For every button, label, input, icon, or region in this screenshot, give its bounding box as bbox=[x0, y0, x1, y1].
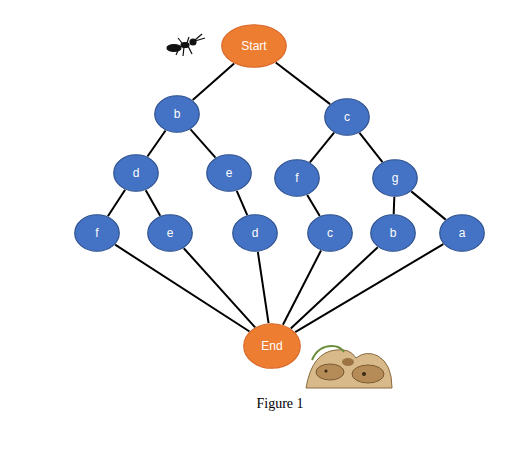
edge-line bbox=[193, 64, 234, 101]
anthill-grass bbox=[312, 346, 344, 360]
edge-line bbox=[295, 244, 443, 332]
edge-line bbox=[146, 190, 160, 216]
edge-line bbox=[184, 248, 255, 327]
anthill-chamber bbox=[342, 358, 354, 366]
tree-node: c bbox=[324, 98, 370, 136]
edge-line bbox=[191, 129, 216, 157]
tree-node: d bbox=[113, 154, 159, 192]
edge-line bbox=[291, 247, 378, 328]
anthill-ant bbox=[362, 372, 366, 376]
ellipse-shape bbox=[440, 215, 485, 252]
node-label: a bbox=[459, 226, 466, 240]
edge-line bbox=[237, 191, 247, 215]
node-label: c bbox=[327, 226, 333, 240]
edge-line bbox=[115, 245, 249, 332]
ellipse-shape bbox=[148, 215, 193, 252]
ant-leg bbox=[178, 38, 182, 43]
node-label: c bbox=[344, 110, 350, 124]
tree-node: e bbox=[206, 154, 252, 192]
tree-node: g bbox=[372, 159, 418, 197]
ellipse-shape bbox=[207, 155, 252, 192]
tree-node: d bbox=[232, 214, 278, 252]
ellipse-shape bbox=[308, 215, 353, 252]
figure-caption: Figure 1 bbox=[230, 396, 330, 412]
ellipse-shape bbox=[325, 99, 370, 136]
edge-line bbox=[307, 195, 320, 216]
ellipse-shape bbox=[155, 96, 200, 133]
edge-line bbox=[310, 133, 334, 163]
node-label: e bbox=[167, 226, 174, 240]
tree-node: b bbox=[154, 95, 200, 133]
ant-leg bbox=[183, 47, 184, 56]
ellipse-shape bbox=[233, 215, 278, 252]
node-label: b bbox=[174, 107, 181, 121]
edge-line bbox=[276, 63, 330, 105]
terminal-ellipse: End bbox=[243, 323, 301, 369]
node-label: f bbox=[95, 226, 98, 240]
ellipse-shape bbox=[373, 160, 418, 197]
ellipse-shape bbox=[275, 160, 320, 197]
tree-node: f bbox=[74, 214, 120, 252]
terminal-ellipse: Start bbox=[221, 24, 287, 68]
tree-node: c bbox=[307, 214, 353, 252]
ellipse-shape bbox=[371, 215, 416, 252]
node-label: Start bbox=[241, 39, 266, 53]
edge-line bbox=[411, 191, 445, 219]
ant-leg bbox=[187, 37, 189, 43]
ant-leg bbox=[188, 46, 192, 54]
anthill-mound bbox=[306, 350, 392, 388]
ellipse-shape bbox=[222, 25, 287, 68]
anthill-chamber bbox=[316, 364, 344, 380]
tree-node: e bbox=[147, 214, 193, 252]
node-label: d bbox=[133, 166, 140, 180]
edge-line bbox=[258, 252, 269, 323]
tree-node: f bbox=[274, 159, 320, 197]
node-label: f bbox=[295, 171, 298, 185]
ant-illustration bbox=[167, 34, 205, 56]
anthill-ant bbox=[324, 369, 327, 372]
node-label: g bbox=[392, 171, 399, 185]
ellipse-shape bbox=[75, 215, 120, 252]
node-label: b bbox=[390, 226, 397, 240]
ellipse-shape bbox=[244, 324, 301, 369]
edge-line bbox=[283, 250, 321, 324]
ant-antenna bbox=[195, 38, 205, 41]
node-label: d bbox=[252, 226, 259, 240]
tree-node: b bbox=[370, 214, 416, 252]
node-label: e bbox=[226, 166, 233, 180]
ant-leg bbox=[176, 46, 180, 55]
edge-line bbox=[147, 130, 165, 156]
anthill-illustration bbox=[306, 346, 392, 388]
tree-node: a bbox=[439, 214, 485, 252]
edge-line bbox=[108, 190, 125, 217]
edge-line bbox=[360, 133, 383, 162]
anthill-chamber bbox=[352, 365, 384, 383]
ellipse-shape bbox=[114, 155, 159, 192]
edge-line bbox=[393, 197, 396, 214]
node-label: End bbox=[261, 339, 282, 353]
